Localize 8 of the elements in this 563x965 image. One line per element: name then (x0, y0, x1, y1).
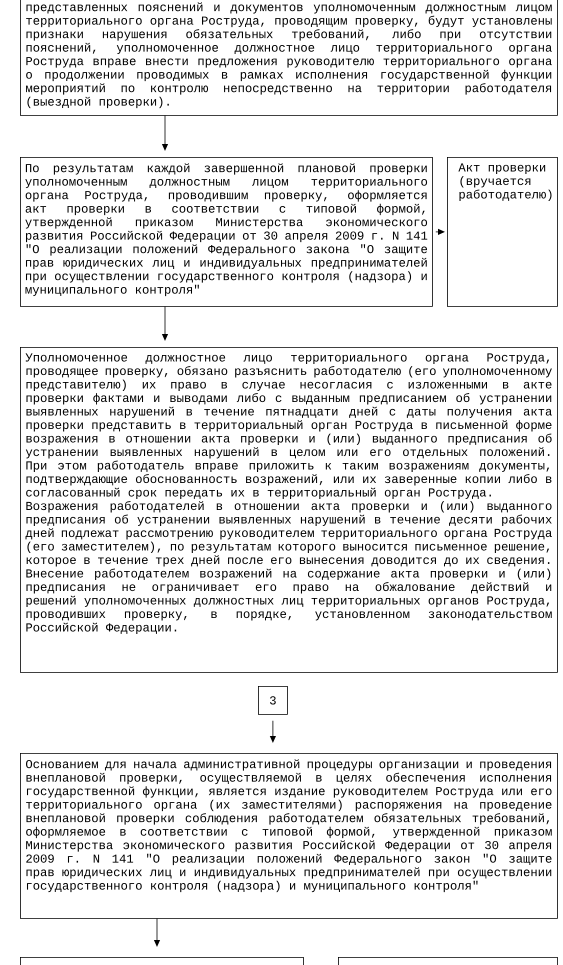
text-box: Акт проверки (вручается работодателю) (447, 157, 558, 307)
number-box: 3 (258, 686, 288, 715)
text-box: представленных пояснений и документов уполномоченным должностным лицом территориального органа Роструда, проводящим проверку, будут установлены признаки нарушения обязательных требований, либо при отсутствии пояснений, уполномоченное должностное лицо территориального органа Роструда вправе внести предложения руководителю территориального органа о продолжении проводимых в рамках исполнения государственной функции мероприятий по контролю непосредственно на территории работодателя (выездной проверки). (20, 0, 558, 116)
text-box: Основанием для начала административной процедуры организации и проведения внеплановой проверки, осуществляемой в целях обеспечения исполнения государственной функции, является издание руководителем Роструда или его территориального органа (их заместителями) распоряжения на проведение внеплановой проверки соблюдения работодателем обязательных требований, оформляемое в соответствии с типовой формой, утвержденной приказом Министерства экономического развития Российской Федерации от 30 апреля 2009 г. N 141 "О реализации положений Федерального закон "О защите прав юридических лиц и индивидуальных предпринимателей при осуществлении государственного контроля (надзора) и муниципального контроля" (20, 753, 558, 919)
empty-box (338, 957, 558, 965)
text-box: Уполномоченное должностное лицо территориального органа Роструда, проводящее проверку, обязано разъяснить работодателю (его уполномоченному представителю) их право в случае несогласия с изложенными в акте проверки фактами и выводами либо с выданным предписанием об устранении выявленных нарушений в течение пятнадцати дней с даты получения акта проверки представить в территориальный орган Роструда в письменной форме возражения в отношении акта проверки и (или) выданного предписания об устранении выявленных нарушений в целом или его отдельных положений. При этом работодатель вправе приложить к таким возражениям документы, подтверждающие обоснованность возражений, или их заверенные копии либо в согласованный срок передать их в территориальный орган Роструда. Возражения работодателей в отношении акта проверки и (или) выданного предписания об устранении выявленных нарушений в течение десяти рабочих дней подлежат рассмотрению руководителем территориального органа Роструда (его заместителем), по результатам которого выносится письменное решение, которое в течение трех дней после его вынесения доводится до их сведения. Внесение работодателем возражений на содержание акта проверки и (или) предписания не ограничивает его право на обжалование действий и решений уполномоченных должностных лиц территориальных органов Роструда, проводивших проверку, в порядке, установленном законодательством Российской Федерации. (20, 347, 558, 673)
text-box: По результатам каждой завершенной плановой проверки уполномоченным должностным лицом территориального органа Роструда, проводившим проверку, оформляется акт проверки в соответствии с типовой формой, утвержденной приказом Министерства экономического развития Российской Федерации от 30 апреля 2009 г. N 141 "О реализации положений Федерального закона "О защите прав юридических лиц и индивидуальных предпринимателей при осуществлении государственного контроля (надзора) и муниципального контроля" (20, 157, 433, 307)
empty-box (20, 957, 304, 965)
